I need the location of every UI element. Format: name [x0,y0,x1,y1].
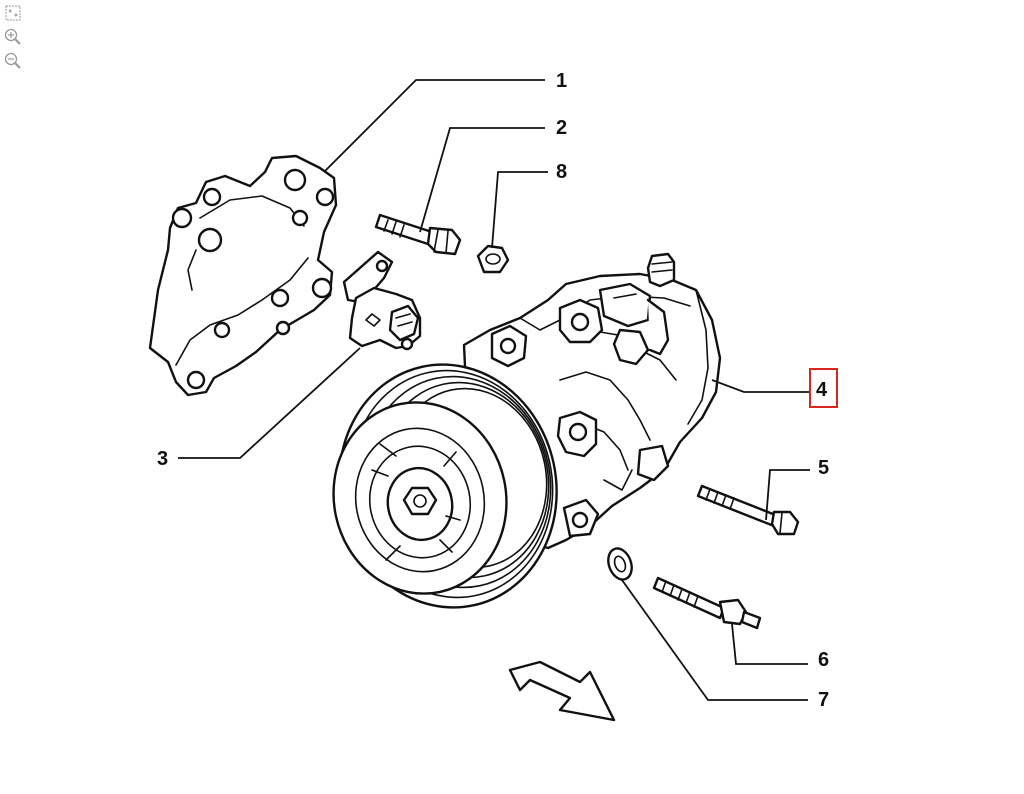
callout-4[interactable]: 4 [816,379,828,401]
callout-3[interactable]: 3 [157,448,168,470]
callout-8[interactable]: 8 [556,161,567,183]
part-1-bracket-plate[interactable] [148,154,338,397]
part-2-bolt[interactable] [374,213,462,256]
part-4-compressor[interactable] [316,252,722,628]
part-6-stud[interactable] [652,576,762,630]
zoom-out-icon[interactable] [3,51,23,71]
callout-7[interactable]: 7 [818,689,829,711]
leader-lines [178,79,810,701]
callout-5[interactable]: 5 [818,457,829,479]
part-5-long-bolt[interactable] [696,484,800,536]
callout-4-highlight-box [809,368,838,408]
fit-to-window-icon[interactable] [3,3,23,23]
direction-arrow-icon [508,660,616,722]
part-8-nut[interactable] [476,244,510,274]
callout-6[interactable]: 6 [818,649,829,671]
callout-2[interactable]: 2 [556,117,567,139]
callout-labels: 1 2 8 3 4 5 6 7 [157,70,838,711]
zoom-in-icon[interactable] [3,27,23,47]
part-3-connector-bracket[interactable] [342,250,422,351]
callout-1[interactable]: 1 [556,70,567,92]
part-7-washer[interactable] [604,545,636,583]
